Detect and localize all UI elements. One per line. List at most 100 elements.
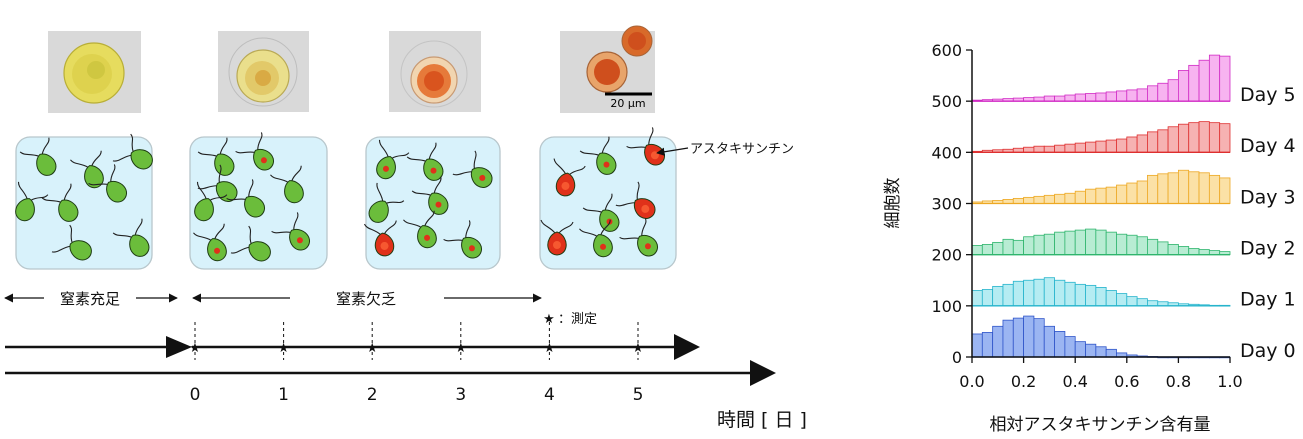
histogram-bar xyxy=(1054,95,1066,102)
histogram-bar xyxy=(1167,126,1179,153)
histogram-bar xyxy=(1167,79,1179,102)
algae-cell xyxy=(615,181,656,220)
astaxanthin-spot xyxy=(214,247,221,254)
measure-legend: ：測定 xyxy=(558,312,597,327)
series-day-3 xyxy=(971,169,1231,205)
cell-body xyxy=(284,180,304,204)
algae-cell xyxy=(112,218,150,257)
histogram-bar xyxy=(1167,172,1179,204)
flagella xyxy=(582,193,613,213)
histogram-bar xyxy=(981,332,994,358)
flagella xyxy=(51,224,73,253)
histogram-bar xyxy=(1023,279,1035,307)
cell-body xyxy=(214,153,235,176)
histogram-bar xyxy=(992,285,1004,307)
histogram-bar xyxy=(1074,190,1086,204)
x-tick-label: 0.8 xyxy=(1166,372,1191,391)
histogram-bar xyxy=(1064,143,1076,153)
astaxanthin-spot xyxy=(380,241,389,250)
histogram-bar xyxy=(1219,123,1231,153)
algae-cell xyxy=(452,150,493,189)
histogram-bar xyxy=(992,241,1004,256)
flagella xyxy=(230,225,252,254)
x-tick-label: 1.0 xyxy=(1217,372,1242,391)
cell-body xyxy=(368,200,389,223)
histogram-bar xyxy=(1147,300,1159,307)
micrograph-day0 xyxy=(48,31,141,113)
cell-body xyxy=(15,198,35,222)
histogram-bar xyxy=(1054,193,1066,204)
series-label: Day 3 xyxy=(1240,186,1296,208)
micrograph-row: 20 μm xyxy=(48,25,655,113)
series-day-5 xyxy=(971,54,1231,102)
flagella xyxy=(196,181,228,201)
flagella xyxy=(193,223,225,241)
histogram-bar xyxy=(1116,90,1128,102)
scale-bar-label: 20 μm xyxy=(610,97,645,110)
measurement-star-icon: ★ xyxy=(278,341,290,356)
y-tick-label: 600 xyxy=(931,41,962,60)
upper-axis-arrowhead-2 xyxy=(674,334,700,360)
histogram-bar xyxy=(992,325,1004,358)
histogram-bar xyxy=(1095,187,1107,204)
flagella xyxy=(403,210,435,228)
x-tick-label: 0.4 xyxy=(1062,372,1087,391)
histogram-bar xyxy=(1064,230,1076,256)
algae-cell xyxy=(51,224,92,261)
flagella xyxy=(553,158,586,175)
x-tick-label: 0.2 xyxy=(1011,372,1036,391)
histogram-bar xyxy=(1105,186,1117,204)
flagella xyxy=(619,218,647,240)
flagella xyxy=(443,220,471,242)
histogram-bar xyxy=(1043,145,1055,153)
astaxanthin-callout: アスタキサンチン xyxy=(656,142,794,157)
histogram-bar xyxy=(1126,136,1138,153)
callout-arrow xyxy=(656,147,689,156)
cell-body xyxy=(58,199,79,222)
flagella xyxy=(406,142,437,162)
astaxanthin-spot xyxy=(553,241,561,249)
flagella xyxy=(112,218,143,238)
algae-cell xyxy=(376,139,410,180)
astaxanthin-spot xyxy=(296,237,303,244)
histogram-bar xyxy=(1126,296,1138,307)
series-label: Day 0 xyxy=(1240,340,1296,362)
flagella xyxy=(376,182,405,204)
astaxanthin-spot xyxy=(603,161,610,168)
timeline-tick-label: 3 xyxy=(455,385,466,405)
y-tick-label: 500 xyxy=(931,92,962,111)
flagella xyxy=(19,137,50,157)
histogram-bar xyxy=(1043,194,1055,204)
phase-deficient-label: 窒素欠乏 xyxy=(336,290,396,308)
histogram-bar xyxy=(1054,331,1066,358)
flagella xyxy=(579,136,610,156)
histogram-bar xyxy=(1198,59,1210,102)
histogram-bar xyxy=(1095,287,1107,307)
histogram-bar xyxy=(1064,281,1076,307)
astaxanthin-spot xyxy=(424,234,431,241)
histogram-bar xyxy=(1074,93,1086,102)
measurement-star-icon: ★ xyxy=(544,341,556,356)
flagella xyxy=(626,127,654,149)
algae-cell xyxy=(15,181,49,222)
micrograph-day1 xyxy=(218,31,309,112)
histogram-bar xyxy=(1085,343,1097,358)
series-day-0 xyxy=(971,315,1231,359)
algae-cell xyxy=(403,210,437,249)
cell-body xyxy=(106,180,128,203)
flagella xyxy=(270,165,302,183)
astaxanthin-spot xyxy=(468,245,475,252)
histogram-bar xyxy=(1023,196,1035,204)
cell-body xyxy=(36,153,57,176)
algae-cell xyxy=(226,179,266,218)
algae-cell xyxy=(553,158,586,197)
cell-body xyxy=(84,165,104,189)
algae-cell xyxy=(579,136,617,175)
histogram-bar xyxy=(1064,336,1076,358)
histogram-bar xyxy=(1002,283,1014,307)
histogram-bar xyxy=(1033,234,1045,256)
timeline-tick-label: 4 xyxy=(544,385,555,405)
series-label: Day 4 xyxy=(1240,135,1296,157)
histogram-bar xyxy=(1147,85,1159,102)
